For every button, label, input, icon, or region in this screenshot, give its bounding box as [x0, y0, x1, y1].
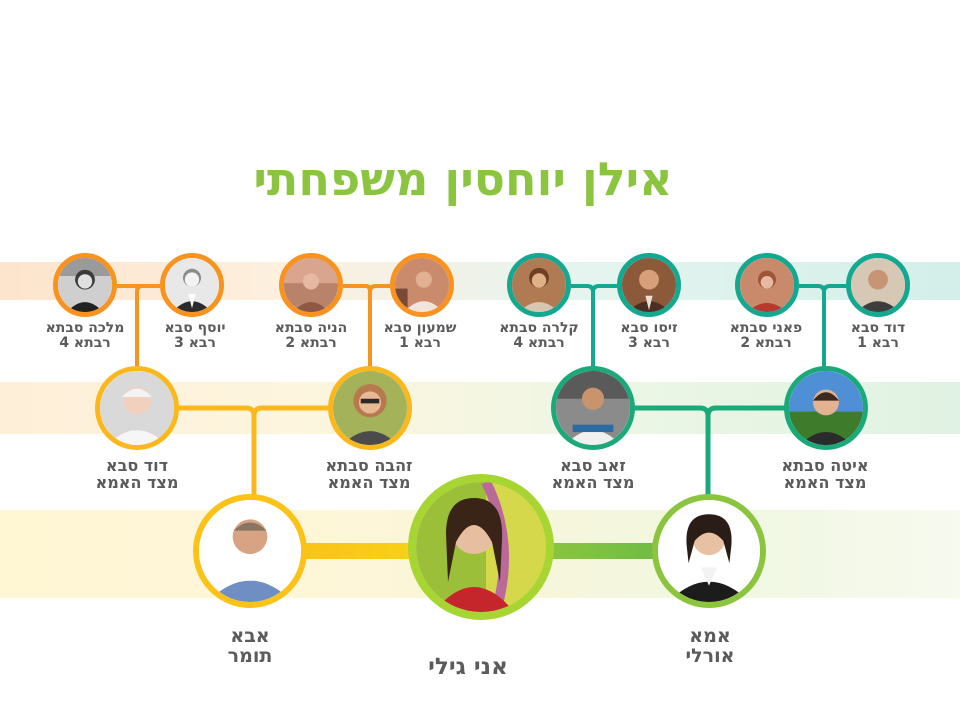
ggp-photo-4[interactable] — [390, 253, 454, 317]
connector-ggp-left — [117, 284, 390, 370]
gp-photo-father-father[interactable] — [95, 366, 179, 450]
ggp-photo-2[interactable] — [160, 253, 224, 317]
ggp-photo-6[interactable] — [617, 253, 681, 317]
mother-photo[interactable] — [652, 494, 766, 608]
gp-photo-father-mother[interactable] — [328, 366, 412, 450]
self-label: אני גילי — [428, 654, 508, 680]
father-photo[interactable] — [193, 494, 307, 608]
gp-photo-mother-father[interactable] — [551, 366, 635, 450]
ggp-photo-3[interactable] — [279, 253, 343, 317]
self-photo[interactable] — [408, 474, 554, 620]
ggp-photo-5[interactable] — [507, 253, 571, 317]
connector-ggp-right — [571, 284, 846, 370]
bar-mother-self — [545, 543, 660, 559]
gp-photo-mother-mother[interactable] — [784, 366, 868, 450]
ggp-photo-8[interactable] — [846, 253, 910, 317]
connector-gp — [178, 405, 786, 500]
ggp-photo-1[interactable] — [53, 253, 117, 317]
ggp-photo-7[interactable] — [735, 253, 799, 317]
page-title: אילן יוחסין משפחתי — [253, 152, 673, 206]
bar-father-self — [300, 543, 415, 559]
